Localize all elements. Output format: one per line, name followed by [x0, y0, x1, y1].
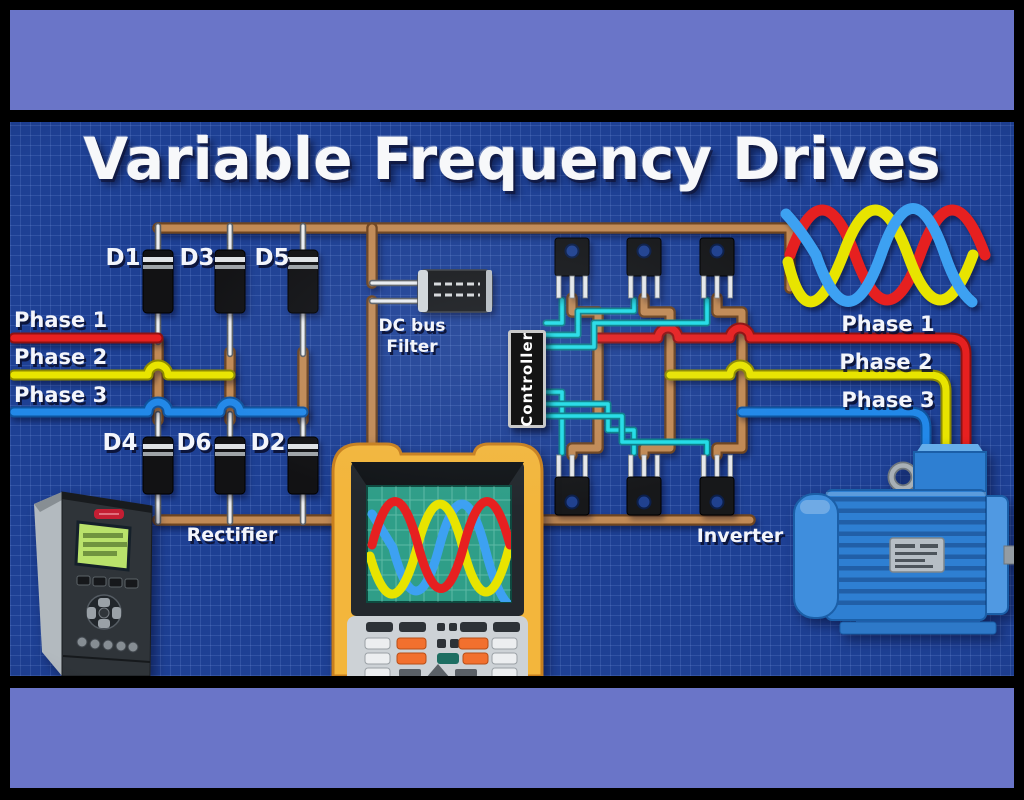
- igbt-bottom-2: [626, 454, 662, 516]
- igbt-top-3: [699, 237, 735, 299]
- electric-motor: [793, 444, 1014, 635]
- diode-d1-label: D1: [105, 245, 141, 271]
- igbt-bottom-1: [554, 454, 590, 516]
- vfd-side-panel: [34, 492, 62, 676]
- igbt-top-2: [626, 237, 662, 299]
- diode-d4-label: D4: [102, 430, 138, 456]
- diode-d3-label: D3: [179, 245, 215, 271]
- bottom-letterbox-band: [10, 688, 1014, 788]
- top-letterbox-band: [10, 10, 1014, 110]
- diode-d5-label: D5: [254, 245, 290, 271]
- input-phase-3-label: Phase 3: [14, 383, 108, 407]
- vfd-drive-unit: [34, 491, 153, 676]
- three-phase-sine-waves: [780, 203, 991, 308]
- page-title: Variable Frequency Drives: [83, 125, 941, 193]
- input-phase-2-label: Phase 2: [14, 345, 108, 369]
- output-phase-2-label: Phase 2: [839, 350, 933, 374]
- input-phase-1-label: Phase 1: [14, 308, 108, 332]
- igbt-bottom-3: [699, 454, 735, 516]
- blueprint-canvas: Variable Frequency Drives Phase 1 Phase …: [10, 122, 1014, 676]
- output-phase-3-label: Phase 3: [841, 388, 935, 412]
- diode-d2: [287, 436, 319, 495]
- rectifier-label: Rectifier: [186, 524, 278, 546]
- dc-bus-filter-label-line1: DC bus: [378, 316, 446, 336]
- vfd-nav-pad: [86, 594, 122, 630]
- output-phase-1-label: Phase 1: [841, 312, 935, 336]
- diode-d5: [287, 249, 319, 314]
- output-phase-3-wire: [736, 406, 932, 464]
- diode-d2-label: D2: [250, 430, 286, 456]
- igbt-top-1: [554, 237, 590, 299]
- diode-d6: [214, 436, 246, 495]
- controller-label: Controller: [518, 331, 536, 427]
- dc-bus-capacitor: [417, 269, 493, 313]
- controller-box: Controller: [508, 330, 546, 428]
- motor-shaft: [1003, 545, 1014, 565]
- oscilloscope: [331, 442, 544, 676]
- diode-d1: [142, 249, 174, 314]
- output-phase-3-wire: [738, 408, 930, 462]
- diode-d4: [142, 436, 174, 495]
- dc-bus-filter-label-line2: Filter: [386, 337, 438, 357]
- diode-d6-label: D6: [176, 430, 212, 456]
- inverter-label: Inverter: [696, 525, 784, 547]
- diode-d3: [214, 249, 246, 314]
